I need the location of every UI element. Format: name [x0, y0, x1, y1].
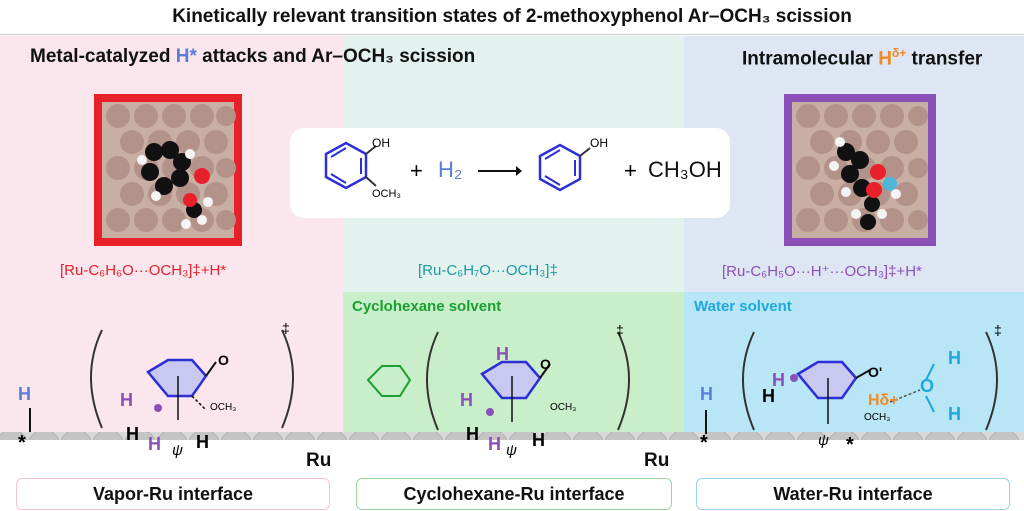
water-h-top: H [948, 348, 961, 368]
water-h-delta: Hδ+ [868, 392, 899, 409]
ts-water-label: [Ru-C₆H₅O···H⁺···OCH₃]‡+H* [722, 263, 922, 280]
vapor-och3: OCH₃ [210, 402, 237, 413]
cyclohexane-ts-structure [366, 331, 630, 431]
ts-cyclohexane-label: [Ru-C₆H₇O···OCH₃]‡ [418, 262, 558, 279]
water-h-bottom: H [948, 404, 961, 424]
water-dagger: ‡ [994, 322, 1002, 338]
water-star: * [846, 434, 854, 456]
cyclohexane-h-purple: H [488, 434, 501, 454]
vapor-dagger: ‡ [282, 320, 290, 336]
figure-title: Kinetically relevant transition states o… [0, 0, 1024, 35]
water-och3: OCH₃ [864, 412, 891, 423]
water-surface-model [784, 94, 936, 246]
cyclohexane-h-black: H [466, 424, 479, 444]
plus-sign-1: + [410, 158, 423, 183]
plus-sign-2: + [624, 158, 637, 183]
water-ring-o: O' [868, 364, 883, 380]
guaiacol-structure [324, 141, 377, 190]
vapor-h-black-2: H [196, 432, 209, 452]
product-oh: OH [590, 136, 608, 150]
water-interface-label: Water-Ru interface [696, 478, 1010, 510]
vapor-h-black: H [126, 424, 139, 444]
water-hstar-star: * [700, 432, 708, 454]
methanol-label: CH₃OH [648, 157, 722, 182]
vapor-h-purple-2: H [148, 434, 161, 454]
reactant-oh: OH [372, 136, 390, 150]
ru-label-1: Ru [306, 450, 332, 471]
reactant-och3: OCH₃ [372, 188, 401, 200]
water-ts-structure [705, 331, 998, 434]
cyclohexane-h-left: H [460, 390, 473, 410]
cyclohexane-interface-label: Cyclohexane-Ru interface [356, 478, 672, 510]
cyclohexane-och3: OCH₃ [550, 402, 577, 413]
cyclohexane-h-black-2: H [532, 430, 545, 450]
panel-water-solvent-band [684, 292, 1024, 440]
ts-vapor-label: [Ru-C₆H₆O···OCH₃]‡+H* [60, 262, 227, 279]
left-heading: Metal-catalyzed H* attacks and Ar–OCH₃ s… [30, 46, 476, 67]
cyclohexane-psi: ψ [506, 442, 517, 459]
vapor-ts-structure [29, 329, 294, 432]
h2-label: H₂ [438, 157, 463, 182]
vapor-hstar-h: H [18, 384, 31, 404]
cyclohexane-dagger: ‡ [616, 322, 624, 338]
vapor-interface-label: Vapor-Ru interface [16, 478, 330, 510]
vapor-h-purple: H [120, 390, 133, 410]
phenol-structure [538, 143, 591, 192]
right-heading: Intramolecular Hδ+ transfer [742, 46, 983, 70]
vapor-psi: ψ [172, 442, 183, 459]
water-o: O [920, 376, 935, 396]
water-psi: ψ [818, 432, 829, 449]
vapor-hstar-star: * [18, 432, 26, 454]
water-hstar-h: H [700, 384, 713, 404]
water-h-purple: H [772, 370, 785, 390]
water-h-black: H [762, 386, 775, 406]
reaction-equation-box [290, 128, 730, 218]
ru-label-2: Ru [644, 450, 670, 471]
reaction-arrow-icon [478, 166, 522, 176]
vapor-ring-o: O [218, 352, 229, 368]
cyclohexane-h-top: H [496, 344, 509, 364]
interface-strip [0, 440, 1024, 476]
water-solvent-label: Water solvent [694, 298, 792, 315]
cyclohexane-solvent-label: Cyclohexane solvent [352, 298, 502, 315]
cyclohexane-ring-o: O [540, 356, 551, 372]
vapor-surface-model [94, 94, 242, 246]
